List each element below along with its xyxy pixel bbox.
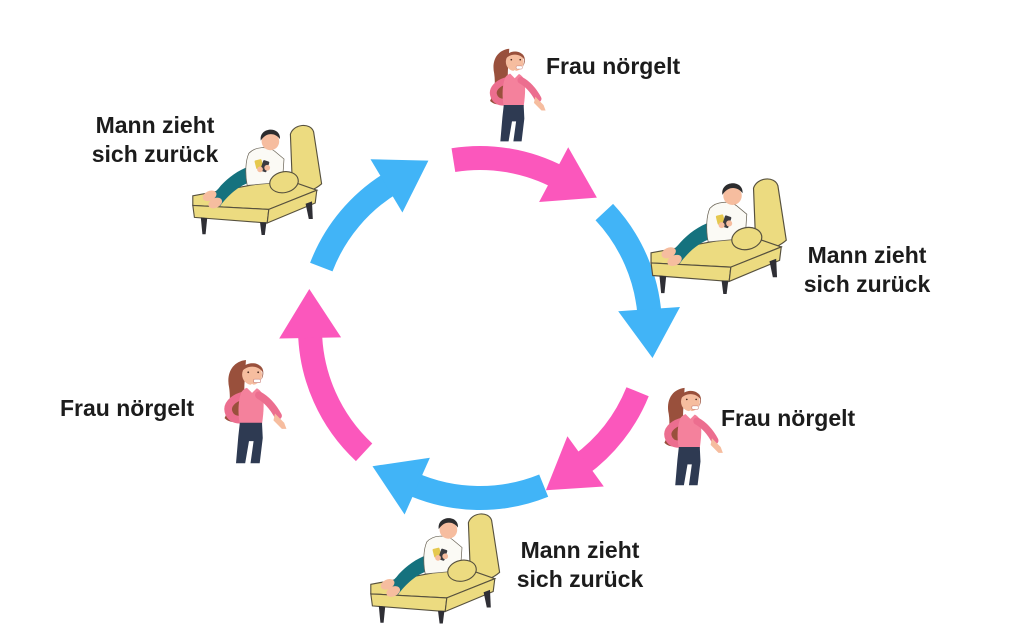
label-frau-noergelt-bottom-right: Frau nörgelt <box>721 404 855 433</box>
cycle-arrow-man-right-to-woman-bottom-right <box>595 203 680 358</box>
label-line: Mann zieht <box>520 537 640 563</box>
label-mann-zieht-sich-zurueck-right: Mann zieht sich zurück <box>782 241 952 299</box>
arrowhead-icon <box>370 159 429 213</box>
woman-nagging-illustration-left <box>210 357 288 464</box>
arrowhead-icon <box>618 307 680 358</box>
arrowhead-icon <box>545 436 604 491</box>
cycle-arrow-woman-top-to-man-right <box>451 146 597 202</box>
label-line: Mann zieht <box>807 242 927 268</box>
label-frau-noergelt-top: Frau nörgelt <box>546 52 680 81</box>
arrowhead-icon <box>539 147 597 202</box>
label-line: sich zurück <box>516 566 644 592</box>
cycle-arrow-woman-bottom-right-to-man-bottom <box>545 386 649 491</box>
man-on-chaise-illustration-right <box>646 167 793 295</box>
label-line: Frau nörgelt <box>60 395 195 421</box>
woman-nagging-illustration-bottom-right <box>651 385 724 486</box>
label-line: sich zurück <box>91 141 219 167</box>
label-line: Frau nörgelt <box>721 405 856 431</box>
woman-nagging-illustration-top <box>477 46 547 142</box>
cycle-arrow-man-top-left-to-woman-top <box>310 159 429 272</box>
label-line: Mann zieht <box>95 112 215 138</box>
label-mann-zieht-sich-zurueck-bottom: Mann zieht sich zurück <box>495 536 665 594</box>
cycle-arrow-man-bottom-to-woman-left <box>372 457 549 515</box>
man-on-chaise-illustration-bottom <box>366 502 506 625</box>
label-frau-noergelt-left: Frau nörgelt <box>60 394 194 423</box>
label-mann-zieht-sich-zurueck-top-left: Mann zieht sich zurück <box>70 111 240 169</box>
arrowhead-icon <box>372 457 430 515</box>
cycle-arrow-woman-left-to-man-top-left <box>279 289 373 462</box>
label-line: sich zurück <box>803 271 931 297</box>
arrowhead-icon <box>279 289 342 339</box>
label-line: Frau nörgelt <box>546 53 681 79</box>
